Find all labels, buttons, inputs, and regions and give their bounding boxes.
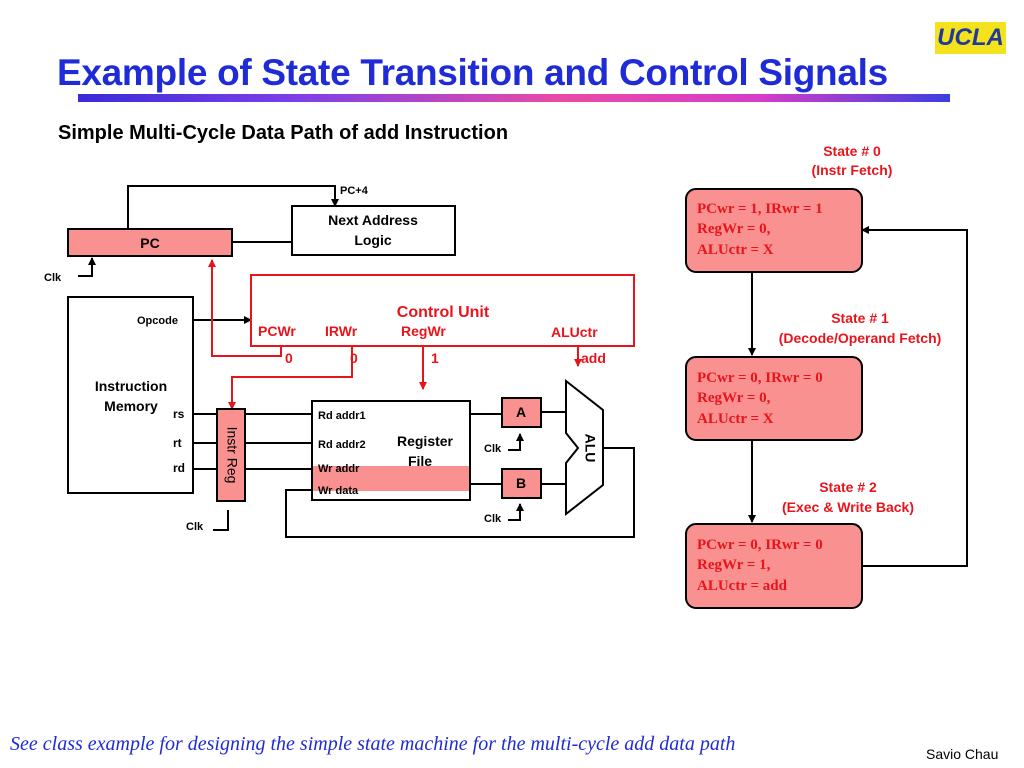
irwr-signal-label: IRWr: [325, 323, 358, 339]
state-1-box: [685, 356, 863, 441]
register-a-label: A: [516, 404, 526, 420]
alu-label: ALU: [582, 434, 598, 463]
pc-register: [67, 228, 233, 257]
title-underline-bar: [78, 94, 950, 102]
instr-reg-box: [216, 408, 246, 502]
rd-addr2-label: Rd addr2: [318, 439, 366, 451]
register-b-label: B: [516, 475, 526, 491]
control-unit-box: [250, 274, 635, 347]
control-unit-title: Control Unit: [397, 304, 490, 321]
next-address-logic-box: [291, 205, 456, 256]
slide-title: Example of State Transition and Control …: [57, 52, 888, 93]
register-a-box: [501, 397, 542, 428]
regwr-signal-label: RegWr: [401, 323, 446, 339]
ucla-logo: UCLA: [935, 22, 1006, 54]
author-credit: Savio Chau: [926, 746, 999, 762]
slide-subtitle: Simple Multi-Cycle Data Path of add Inst…: [58, 122, 509, 144]
state-2-desc: (Exec & Write Back): [782, 499, 914, 515]
alu-shape: [565, 378, 604, 517]
opcode-label: Opcode: [137, 315, 178, 327]
pcwr-value: 0: [285, 350, 293, 366]
register-b-box: [501, 468, 542, 499]
state-2-line-2: RegWr = 1,: [697, 557, 771, 573]
wr-data-label: Wr data: [318, 485, 359, 497]
state-2-box: [685, 523, 863, 609]
footnote: See class example for designing the simp…: [10, 733, 736, 755]
state-2-line-1: PCwr = 0, IRwr = 0: [697, 537, 823, 553]
state-1-line-3: ALUctr = X: [697, 411, 774, 427]
rs-label: rs: [173, 407, 185, 421]
instruction-memory-label-2: Memory: [104, 398, 158, 414]
state-0-line-3: ALUctr = X: [697, 242, 774, 258]
rt-label: rt: [173, 436, 182, 450]
state-0-line-2: RegWr = 0,: [697, 221, 771, 237]
state-1-line-2: RegWr = 0,: [697, 390, 771, 406]
next-address-logic-label-1: Next Address: [328, 212, 418, 228]
pc-label: PC: [140, 235, 159, 251]
state-1-desc: (Decode/Operand Fetch): [779, 330, 942, 346]
rd-label: rd: [173, 461, 185, 475]
register-b-clk-label: Clk: [484, 513, 502, 525]
state-0-box: [685, 188, 863, 273]
wr-addr-label: Wr addr: [318, 463, 360, 475]
aluctr-value: add: [581, 350, 606, 366]
irwr-value: 0: [350, 350, 358, 366]
state-0-desc: (Instr Fetch): [812, 162, 893, 178]
instruction-memory-box: [67, 296, 194, 494]
instruction-memory-label-1: Instruction: [95, 378, 167, 394]
register-file-write-region: [313, 466, 469, 491]
register-file-label-2: File: [408, 453, 432, 469]
state-1-line-1: PCwr = 0, IRwr = 0: [697, 370, 823, 386]
pc-plus4-label: PC+4: [340, 185, 369, 197]
next-address-logic-label-2: Logic: [354, 232, 392, 248]
instr-reg-clk-label: Clk: [186, 521, 204, 533]
state-0-label: State # 0: [823, 143, 881, 159]
control-signal-wires: [208, 259, 582, 410]
register-file-label-1: Register: [397, 433, 454, 449]
datapath-wires: [78, 185, 968, 567]
state-1-label: State # 1: [831, 310, 889, 326]
aluctr-signal-label: ALUctr: [551, 324, 598, 340]
regwr-value: 1: [431, 350, 439, 366]
instr-reg-label: Instr Reg: [224, 427, 240, 484]
pc-clk-label: Clk: [44, 272, 62, 284]
state-0-line-1: PCwr = 1, IRwr = 1: [697, 201, 823, 217]
pcwr-signal-label: PCWr: [258, 323, 296, 339]
register-a-clk-label: Clk: [484, 443, 502, 455]
state-2-line-3: ALUctr = add: [697, 578, 788, 594]
rd-addr1-label: Rd addr1: [318, 410, 366, 422]
state-2-label: State # 2: [819, 479, 877, 495]
